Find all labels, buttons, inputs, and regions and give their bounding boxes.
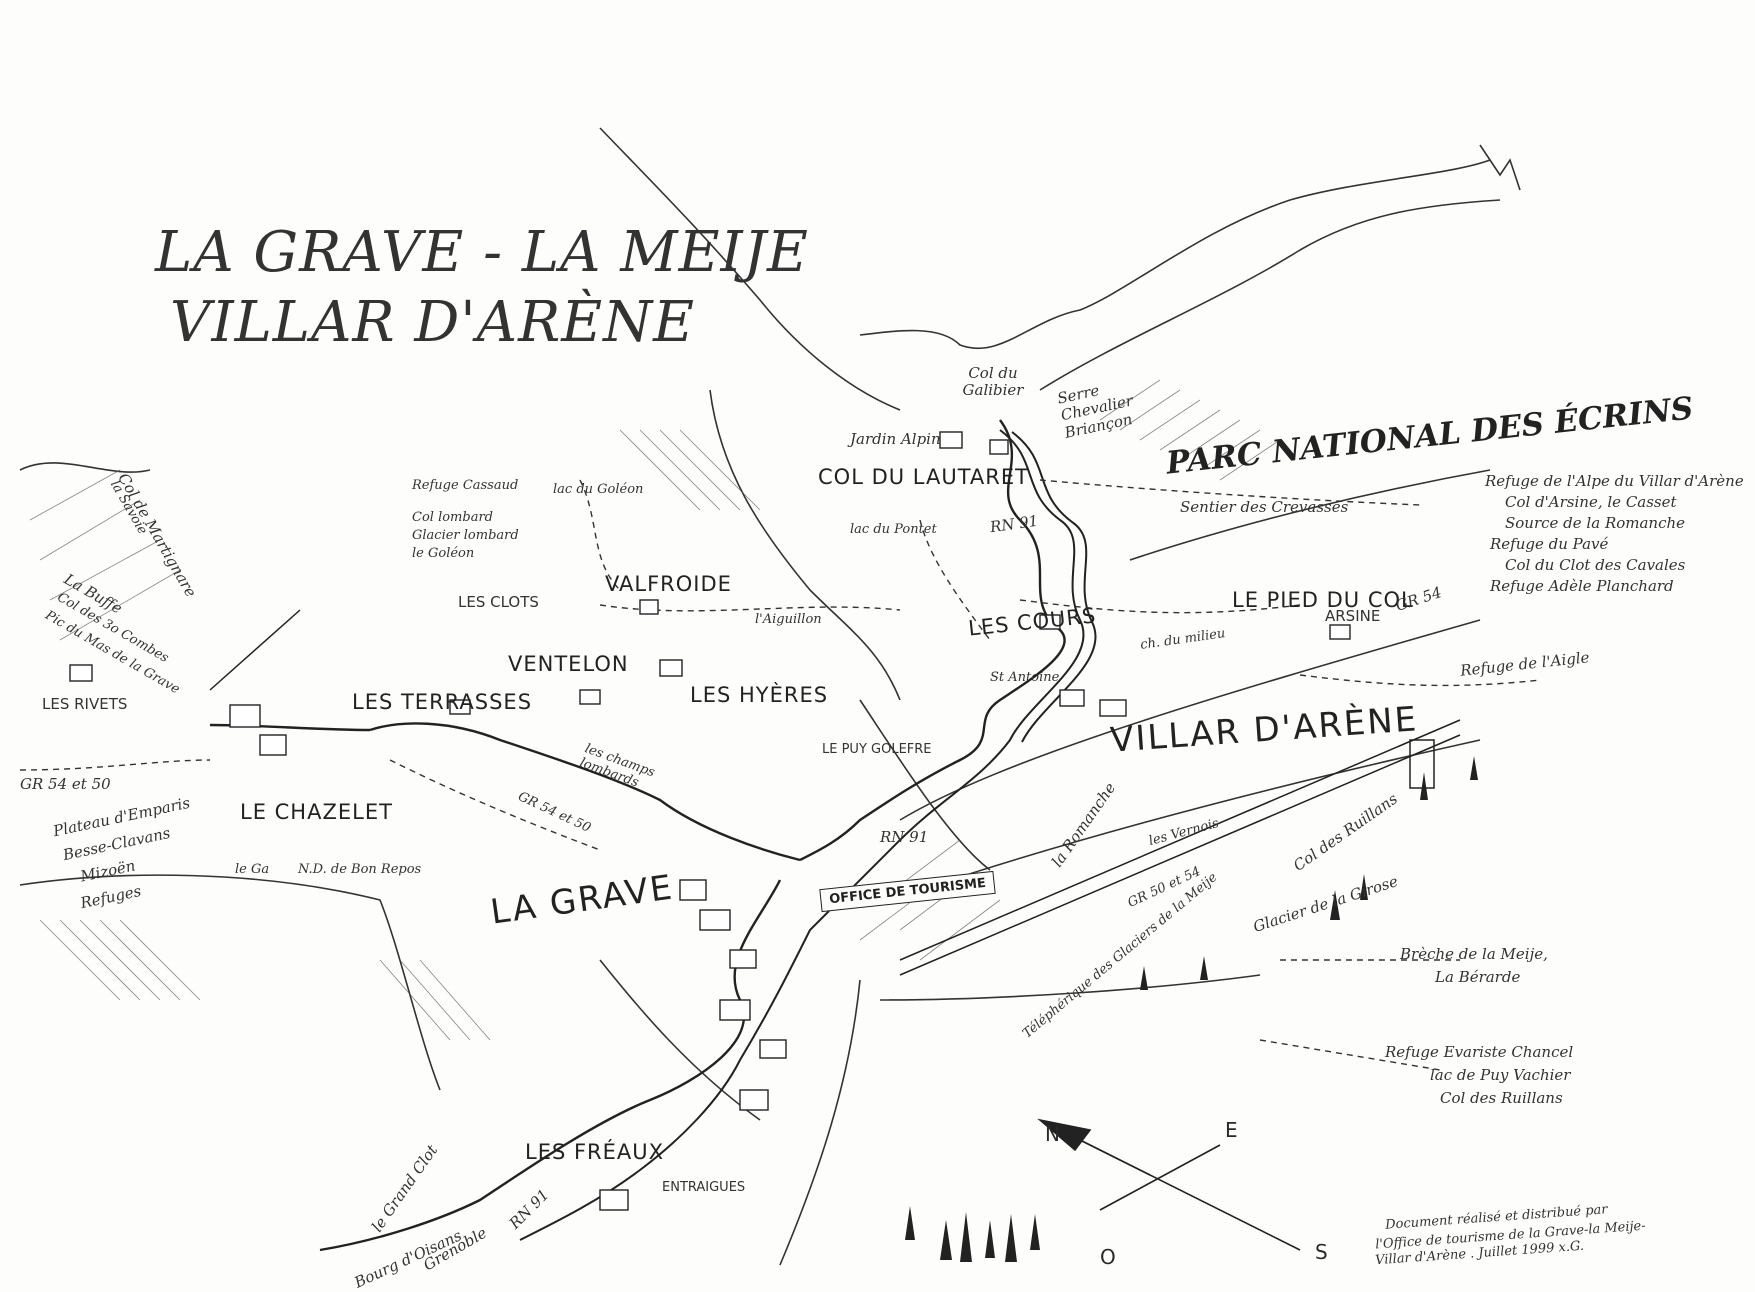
compass-e: E <box>1225 1118 1238 1142</box>
compass-arrow <box>1037 1118 1301 1251</box>
place-col-lombard: Col lombard <box>412 510 493 525</box>
dest-lac-puy-vachier: lac de Puy Vachier <box>1430 1066 1571 1084</box>
dest-source-romanche: Source de la Romanche <box>1505 514 1686 532</box>
compass-s: S <box>1315 1240 1328 1264</box>
mountains <box>19 127 1521 1266</box>
dest-breche-de-la-meije: Brèche de la Meije, <box>1400 945 1548 963</box>
place-nd-de-bon-repos: N.D. de Bon Repos <box>298 862 422 877</box>
dest-col-des-ruillans: Col des Ruillans <box>1440 1089 1563 1107</box>
place-sentier-des-crevasses: Sentier des Crevasses <box>1180 498 1349 516</box>
village-les-clots: LES CLOTS <box>458 593 539 611</box>
buildings <box>69 431 1351 1211</box>
dest-col-du-clot: Col du Clot des Cavales <box>1505 556 1686 574</box>
village-les-freaux: LES FRÉAUX <box>525 1140 665 1164</box>
road-rn91-la-grave: RN 91 <box>880 828 929 846</box>
dest-refuge-chancel: Refuge Evariste Chancel <box>1385 1043 1574 1061</box>
place-aiguillon: l'Aiguillon <box>755 612 822 627</box>
place-glacier-lombard: Glacier lombard <box>412 528 519 543</box>
map-title-line1: LA GRAVE - LA MEIJE <box>155 220 809 285</box>
village-ventelon: VENTELON <box>508 652 629 676</box>
village-les-terrasses: LES TERRASSES <box>352 690 533 714</box>
place-lac-du-goleon: lac du Goléon <box>553 482 644 497</box>
village-les-rivets: LES RIVETS <box>42 695 128 713</box>
village-le-chazelet: LE CHAZELET <box>240 800 393 824</box>
dest-refuge-alpe: Refuge de l'Alpe du Villar d'Arène <box>1485 472 1744 490</box>
village-arsine: ARSINE <box>1325 607 1381 625</box>
village-le-puy-golefre: LE PUY GOLEFRE <box>822 742 932 757</box>
village-entraigues: ENTRAIGUES <box>662 1180 746 1195</box>
trail-gr54-50-west: GR 54 et 50 <box>20 775 111 793</box>
place-refuge-cassaud: Refuge Cassaud <box>412 478 519 493</box>
dest-col-darsine: Col d'Arsine, le Casset <box>1505 493 1677 511</box>
place-lac-du-pontet: lac du Pontet <box>850 522 937 537</box>
trees <box>905 756 1478 1262</box>
village-col-du-lautaret: COL DU LAUTARET <box>818 465 1029 489</box>
dest-refuge-adele-planchard: Refuge Adèle Planchard <box>1490 577 1674 595</box>
compass-n: N <box>1045 1122 1060 1146</box>
place-st-antoine: St Antoine <box>990 670 1060 685</box>
road-rn91 <box>209 419 1066 1252</box>
compass-o: O <box>1100 1245 1116 1269</box>
hatching <box>29 379 1281 1041</box>
map-title-line2: VILLAR D'ARÈNE <box>170 290 695 355</box>
village-les-hyeres: LES HYÈRES <box>690 683 829 707</box>
trails <box>19 479 1541 1071</box>
place-le-goleon: le Goléon <box>412 546 475 561</box>
village-valfroide: VALFROIDE <box>605 572 732 596</box>
cable-car <box>209 609 1461 976</box>
dest-refuge-du-pave: Refuge du Pavé <box>1490 535 1609 553</box>
village-le-pied-du-col: LE PIED DU COL <box>1232 588 1414 612</box>
place-jardin-alpin: Jardin Alpin <box>850 430 941 448</box>
place-col-du-galibier: Col du Galibier <box>962 364 1024 400</box>
dest-la-berarde: La Bérarde <box>1435 968 1521 986</box>
place-le-ga: le Ga <box>235 862 270 877</box>
river-romanche <box>519 429 1097 1241</box>
